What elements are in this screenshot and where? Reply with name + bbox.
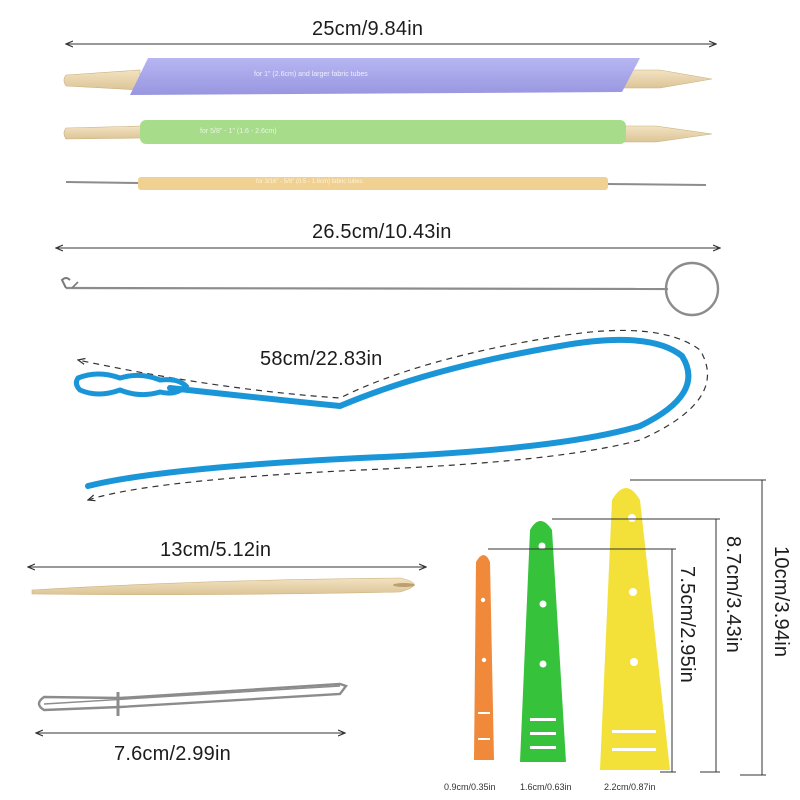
label-green-threader-width: 1.6cm/0.63in <box>520 782 572 792</box>
green-threader <box>520 521 566 762</box>
blue-flexible-threader <box>73 336 692 489</box>
label-purple-tube-text: for 1" (2.6cm) and larger fabric tubes <box>254 71 368 78</box>
label-tube-tools-length: 25cm/9.84in <box>312 18 424 40</box>
label-yellow-tube-text: for 3/16" - 5/8" (0.5 - 1.6cm) fabric tu… <box>256 179 363 185</box>
label-yellow-threader-length: 10cm/3.94in <box>770 546 792 658</box>
label-green-threader-length: 8.7cm/3.43in <box>722 536 744 653</box>
label-yellow-threader-width: 2.2cm/0.87in <box>604 782 656 792</box>
label-bodkin-length: 7.6cm/2.99in <box>114 743 231 765</box>
bamboo-needle <box>31 577 415 595</box>
yellow-threader <box>600 488 670 770</box>
dimension-path-flexible-threader <box>78 329 709 500</box>
label-green-tube-text: for 5/8" - 1" (1.6 - 2.6cm) <box>200 128 277 135</box>
green-fabric-tube-tool <box>63 120 713 144</box>
threader-dimension-lines <box>488 479 766 776</box>
orange-threader <box>474 555 494 760</box>
label-orange-threader-width: 0.9cm/0.35in <box>444 782 496 792</box>
label-flexible-threader-length: 58cm/22.83in <box>260 348 383 370</box>
yellow-fabric-tube-tool <box>65 177 707 190</box>
bodkin-tweezer <box>37 682 348 716</box>
latch-hook-tool <box>60 261 720 317</box>
label-orange-threader-length: 7.5cm/2.95in <box>676 566 698 683</box>
label-latch-hook-length: 26.5cm/10.43in <box>312 221 452 243</box>
purple-fabric-tube-tool <box>63 58 713 95</box>
label-bamboo-needle-length: 13cm/5.12in <box>160 539 272 561</box>
